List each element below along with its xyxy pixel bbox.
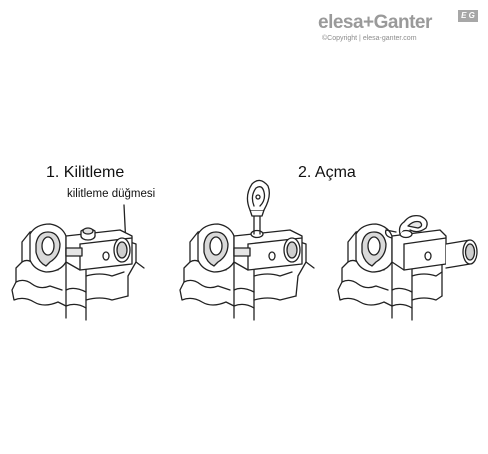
fig3-left-clamp [355,223,393,273]
fig2-bolt-body [233,229,303,271]
fig1-lock-knob [80,227,96,241]
brand-badge: E G [458,10,478,22]
fig1-left-clamp [29,223,67,273]
figure-2-pull-ring [179,179,315,321]
figure-1-locking [11,223,145,321]
step-1-callout: kilitleme düğmesi [67,188,156,200]
fig2-pull-ring [246,179,270,239]
brand-logo: elesa+Ganter E G ©Copyright | elesa-gant… [318,10,478,50]
brand-logo-text: elesa+Ganter [318,12,432,33]
fig1-bolt-body [65,229,133,271]
step-2-title: 2. Açma [298,164,356,181]
figure-3-unlocking [337,214,478,321]
fig3-pull-ring-rotated [384,214,428,239]
copyright-text: ©Copyright | elesa-ganter.com [322,35,417,42]
fig3-retracted-pin [445,239,478,269]
fig2-left-clamp [197,223,235,273]
fig3-base-fabric [337,227,443,321]
fig3-bolt-body [391,229,447,271]
step-1-title: 1. Kilitleme [46,164,125,181]
